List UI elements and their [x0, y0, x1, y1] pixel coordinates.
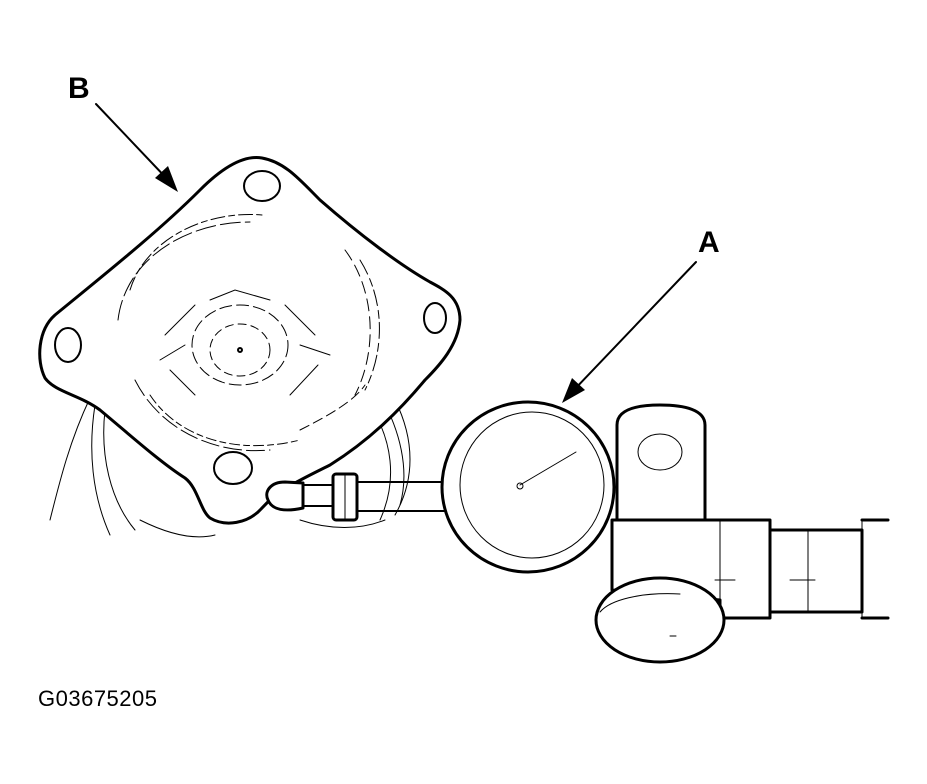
- callout-b: B: [68, 72, 178, 192]
- mount-hole-top: [243, 170, 281, 202]
- mount-hole-bottom: [213, 451, 253, 485]
- indicator-stem: [265, 472, 453, 522]
- arrowhead-b: [155, 166, 178, 192]
- part-a-dial-indicator: [440, 400, 616, 574]
- mount-hole-left: [54, 327, 82, 363]
- callout-b-label: B: [68, 72, 90, 105]
- leader-b: [95, 103, 171, 183]
- arrowhead-a: [562, 378, 585, 403]
- part-b-housing: [38, 155, 462, 525]
- housing-inner-rings: [117, 213, 380, 452]
- mount-hole-right: [423, 302, 447, 334]
- callout-a-label: A: [698, 226, 720, 259]
- callout-a: A: [562, 226, 720, 403]
- indicator-mount: [594, 403, 890, 664]
- leader-a: [571, 261, 697, 393]
- figure-code: G03675205: [38, 686, 158, 711]
